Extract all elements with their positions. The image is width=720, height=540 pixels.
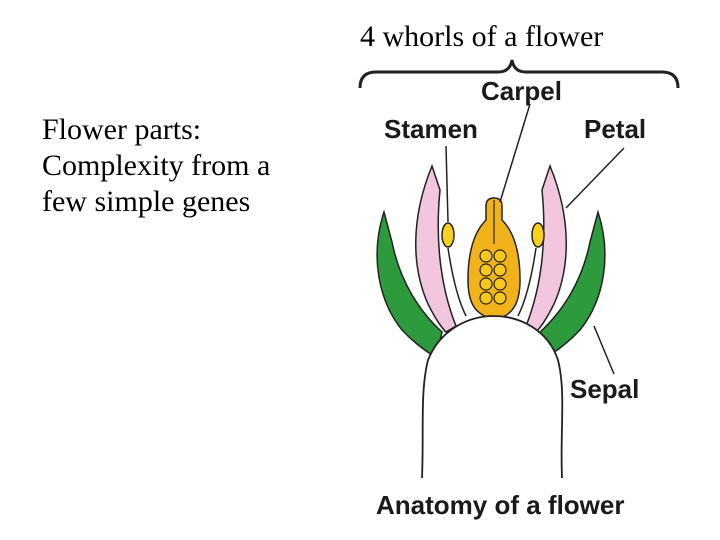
body-line-3: few simple genes [42,185,251,218]
stamen-filament-left [447,247,467,317]
sepal-pointer [593,325,615,375]
ovule [493,277,507,291]
petal-right [525,163,567,333]
label-stamen: Stamen [384,114,478,144]
stamen-pointer [445,145,449,223]
carpel-pointer [499,103,531,203]
ovule [479,263,493,277]
diagram-caption: Anatomy of a flower [376,490,624,520]
body-line-2: Complexity from a [42,149,271,182]
ovule [479,291,493,305]
slide-title: 4 whorls of a flower [360,20,604,53]
sepal-right [539,209,606,360]
body-line-1: Flower parts: [42,113,202,146]
anther-left [441,222,455,248]
body-text: Flower parts: Complexity from a few simp… [42,112,342,220]
petal-left [415,163,457,333]
sepal-left [376,209,443,360]
stamen-filament-right [517,247,537,317]
ovule [479,277,493,291]
ovules [479,249,507,305]
receptacle [421,315,564,479]
petal-pointer [565,147,625,209]
ovule [493,249,507,263]
whorls-brace [358,59,680,89]
anther-right [531,222,545,248]
ovule [493,291,507,305]
ovule [493,263,507,277]
label-petal: Petal [584,114,646,144]
label-sepal: Sepal [570,374,639,404]
label-carpel: Carpel [481,76,562,106]
ovule [479,249,493,263]
